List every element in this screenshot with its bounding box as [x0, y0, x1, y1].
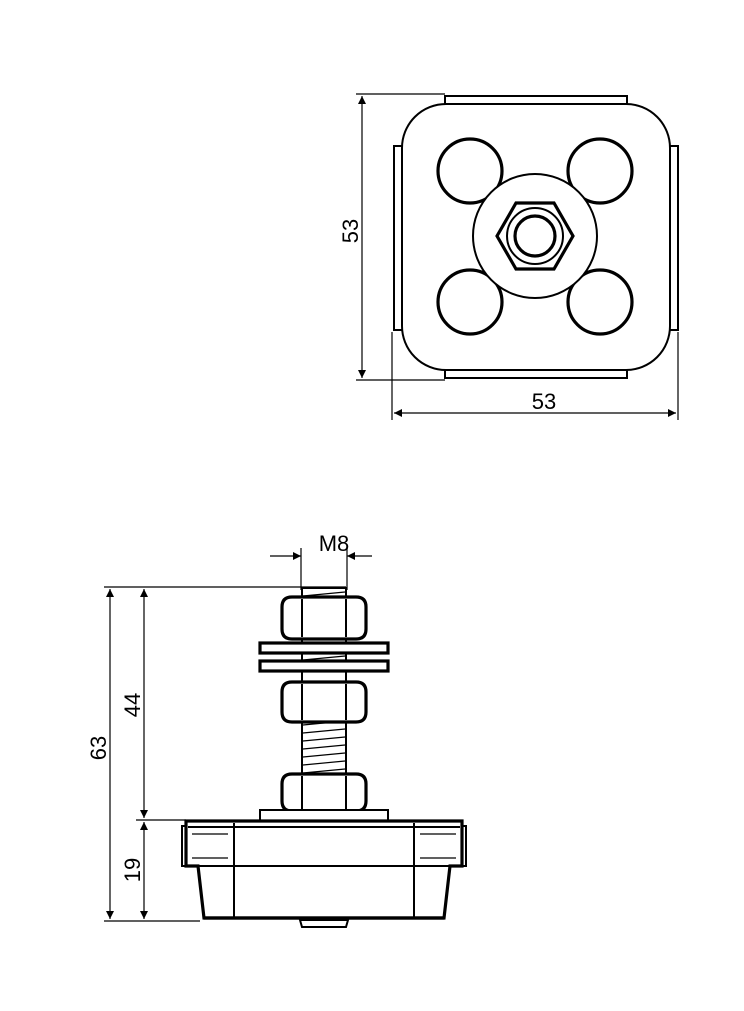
base-height-label: 19 — [120, 858, 145, 882]
top-view-height-label: 53 — [338, 219, 363, 243]
total-height-label: 63 — [86, 736, 111, 760]
total-height-dimension: 63 — [86, 589, 114, 919]
side-view-washer-lower — [258, 659, 390, 673]
stud-height-label: 44 — [120, 693, 145, 717]
extension-lines — [104, 586, 346, 922]
top-view-washer — [506, 207, 564, 265]
thread-label: M8 — [319, 531, 350, 556]
side-view-foot-pad — [298, 919, 350, 928]
base-height-dimension: 19 — [120, 822, 148, 919]
top-view-tabs — [393, 95, 679, 379]
side-view-bottom-nut — [280, 772, 368, 813]
top-view-width-dimension: 53 — [391, 332, 679, 420]
side-view-washer-upper — [258, 641, 390, 655]
top-view-width-label: 53 — [532, 389, 556, 414]
thread-dimension: M8 — [270, 531, 372, 590]
top-view-thread — [513, 214, 557, 258]
side-view — [181, 587, 467, 928]
top-view-height-dimension: 53 — [338, 93, 445, 381]
top-view-hex-nut — [495, 201, 575, 271]
top-view-holes — [436, 137, 634, 336]
stud-height-dimension: 44 — [120, 589, 148, 818]
side-view-top-nut — [280, 595, 368, 641]
side-view-base-housing — [181, 819, 467, 920]
side-view-middle-nut — [280, 680, 368, 724]
top-view — [393, 95, 679, 379]
